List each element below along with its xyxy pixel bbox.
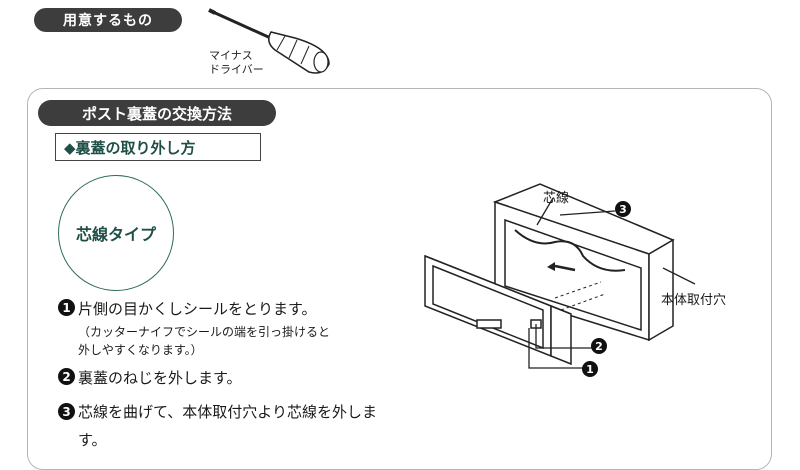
step-3: 3 芯線を曲げて、本体取付穴より芯線を外します。 <box>58 398 398 454</box>
step-number-icon: 3 <box>58 403 75 420</box>
step-1-note: （カッターナイフでシールの端を引っ掛けると 外しやすくなります。） <box>78 323 330 359</box>
step-text: 裏蓋のねじを外します。 <box>78 369 242 387</box>
type-badge-label: 芯線タイプ <box>75 225 156 244</box>
section-title: ポスト裏蓋の交換方法 <box>38 100 276 126</box>
callout-2-icon: 2 <box>591 338 607 354</box>
mounting-hole-label: 本体取付穴 <box>661 293 727 308</box>
subsection-heading: ◆裏蓋の取り外し方 <box>55 133 261 161</box>
screwdriver-icon <box>208 8 330 74</box>
step-number-icon: 1 <box>58 299 75 316</box>
callout-3-icon: 3 <box>615 201 631 217</box>
step-1-note-line1: （カッターナイフでシールの端を引っ掛けると <box>78 325 331 339</box>
step-1: 1 片側の目かくしシールをとります。 <box>58 298 317 319</box>
tool-name-line1: マイナス <box>209 49 253 62</box>
step-text: 片側の目かくしシールをとります。 <box>78 300 317 318</box>
step-text: 芯線を曲げて、本体取付穴より芯線を外します。 <box>78 403 377 449</box>
mailbox-lid-diagram <box>424 183 696 369</box>
step-2: 2 裏蓋のねじを外します。 <box>58 367 242 388</box>
step-number-icon: 2 <box>58 368 75 385</box>
callout-1-icon: 1 <box>582 361 598 377</box>
tool-name: マイナス ドライバー <box>209 49 264 77</box>
type-badge: 芯線タイプ <box>58 175 174 291</box>
tools-needed-label: 用意するもの <box>34 8 182 32</box>
core-wire-label: 芯線 <box>543 191 570 206</box>
tool-name-line2: ドライバー <box>209 63 264 76</box>
step-1-note-line2: 外しやすくなります。） <box>78 343 203 357</box>
